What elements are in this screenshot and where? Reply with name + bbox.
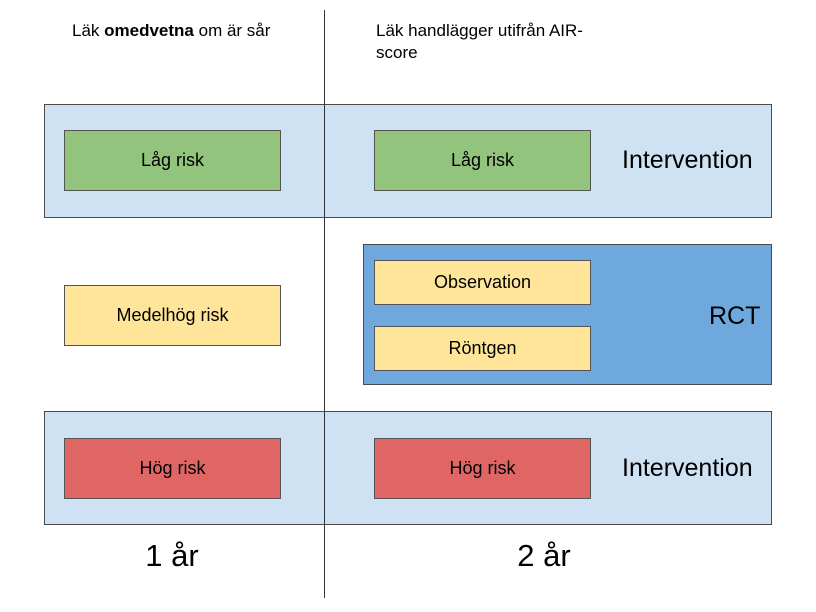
label-rct: RCT (709, 302, 761, 330)
heading-left: Läk omedvetna om är sår (72, 20, 302, 42)
box-observation: Observation (374, 260, 591, 305)
box-medium-risk-year1: Medelhög risk (64, 285, 281, 346)
box-low-risk-year1: Låg risk (64, 130, 281, 191)
box-low-risk-year2: Låg risk (374, 130, 591, 191)
year-label-2: 2 år (517, 538, 571, 573)
heading-left-bold: omedvetna (104, 21, 194, 40)
heading-right: Läk handlägger utifrån AIR-score (376, 21, 583, 62)
box-high-risk-year1: Hög risk (64, 438, 281, 499)
heading-left-prefix: Läk (72, 21, 105, 40)
year-label-1: 1 år (145, 538, 199, 573)
heading-left-suffix: om är sår (193, 21, 271, 40)
label-intervention-low: Intervention (622, 146, 753, 174)
box-high-risk-year2: Hög risk (374, 438, 591, 499)
year-divider-line (324, 10, 325, 598)
box-rontgen: Röntgen (374, 326, 591, 371)
label-intervention-high: Intervention (622, 454, 753, 482)
